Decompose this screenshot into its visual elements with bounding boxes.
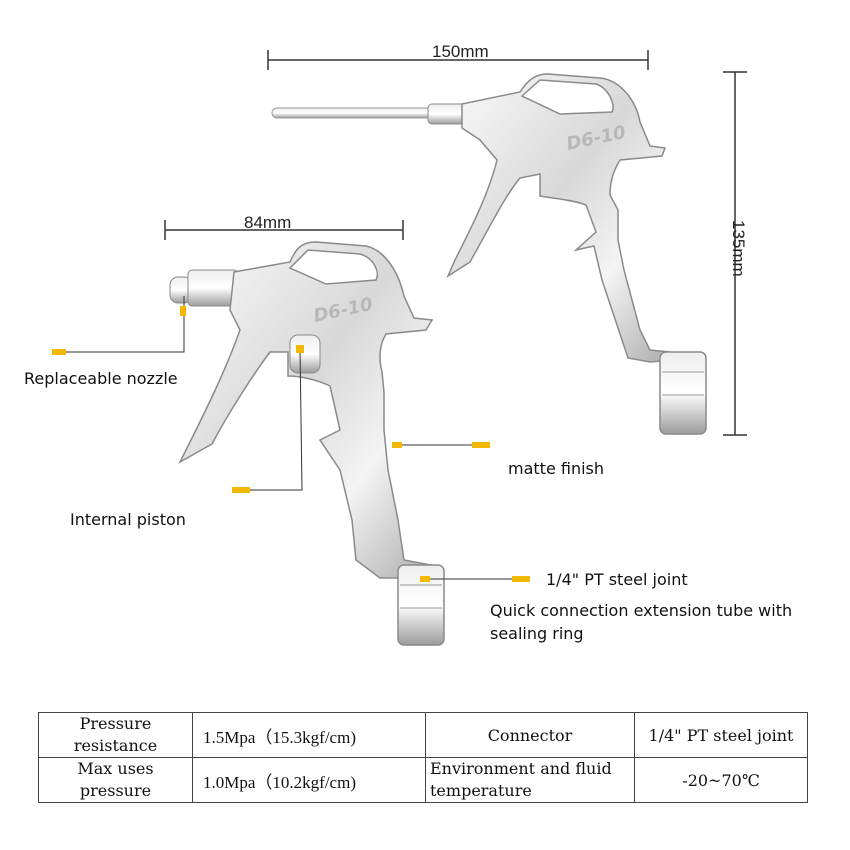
joint-marker	[420, 576, 430, 582]
table-row: Pressure resistance 1.5Mpa（15.3kgf/cm) C…	[38, 712, 808, 758]
spec-table: Pressure resistance 1.5Mpa（15.3kgf/cm) C…	[38, 712, 808, 803]
dimension-line-135	[723, 71, 747, 436]
short-nozzle-air-gun: D6-10	[169, 241, 445, 646]
joint-label-marker	[512, 576, 530, 582]
nozzle-marker	[180, 306, 186, 316]
spec-label-line: resistance	[73, 736, 158, 755]
callout-internal-piston: Internal piston	[70, 510, 186, 529]
piston-marker	[296, 345, 304, 353]
callout-matte-finish: matte finish	[508, 459, 605, 478]
spec-value-temperature: -20~70℃	[634, 757, 808, 803]
spec-label-line: temperature	[430, 781, 532, 800]
length-dimension-label: 150mm	[432, 42, 489, 61]
spec-label-line: pressure	[79, 781, 152, 800]
spec-value-pressure-resistance: 1.5Mpa（15.3kgf/cm)	[192, 712, 426, 758]
spec-label-pressure-resistance: Pressure resistance	[38, 712, 193, 758]
spec-label-line: Environment and fluid	[430, 759, 612, 778]
finish-marker	[392, 442, 402, 448]
finish-label-marker	[472, 442, 490, 448]
spec-label-line: Max uses	[77, 759, 154, 778]
spec-value-max-pressure: 1.0Mpa（10.2kgf/cm)	[192, 757, 426, 803]
spec-label-line: Pressure	[79, 714, 152, 733]
spec-label-max-pressure: Max uses pressure	[38, 757, 193, 803]
callout-steel-joint: 1/4" PT steel joint	[546, 570, 688, 589]
dimension-line-84	[164, 220, 404, 240]
callout-markers	[52, 306, 530, 582]
spec-value-connector: 1/4" PT steel joint	[634, 712, 808, 758]
short-length-dimension-label: 84mm	[244, 213, 292, 232]
dimension-line-150	[267, 50, 649, 70]
callout-quick-connection-line2: sealing ring	[490, 624, 584, 643]
long-nozzle-air-gun: D6-10	[271, 73, 707, 435]
callout-quick-connection-line1: Quick connection extension tube with	[490, 601, 793, 620]
table-row: Max uses pressure 1.0Mpa（10.2kgf/cm) Env…	[38, 757, 808, 803]
callout-replaceable-nozzle: Replaceable nozzle	[24, 369, 178, 388]
piston-label-marker	[232, 487, 250, 493]
height-dimension-label: 135mm	[729, 220, 748, 277]
spec-label-connector: Connector	[425, 712, 635, 758]
spec-label-temperature: Environment and fluid temperature	[425, 757, 635, 803]
nozzle-label-marker	[52, 349, 66, 355]
